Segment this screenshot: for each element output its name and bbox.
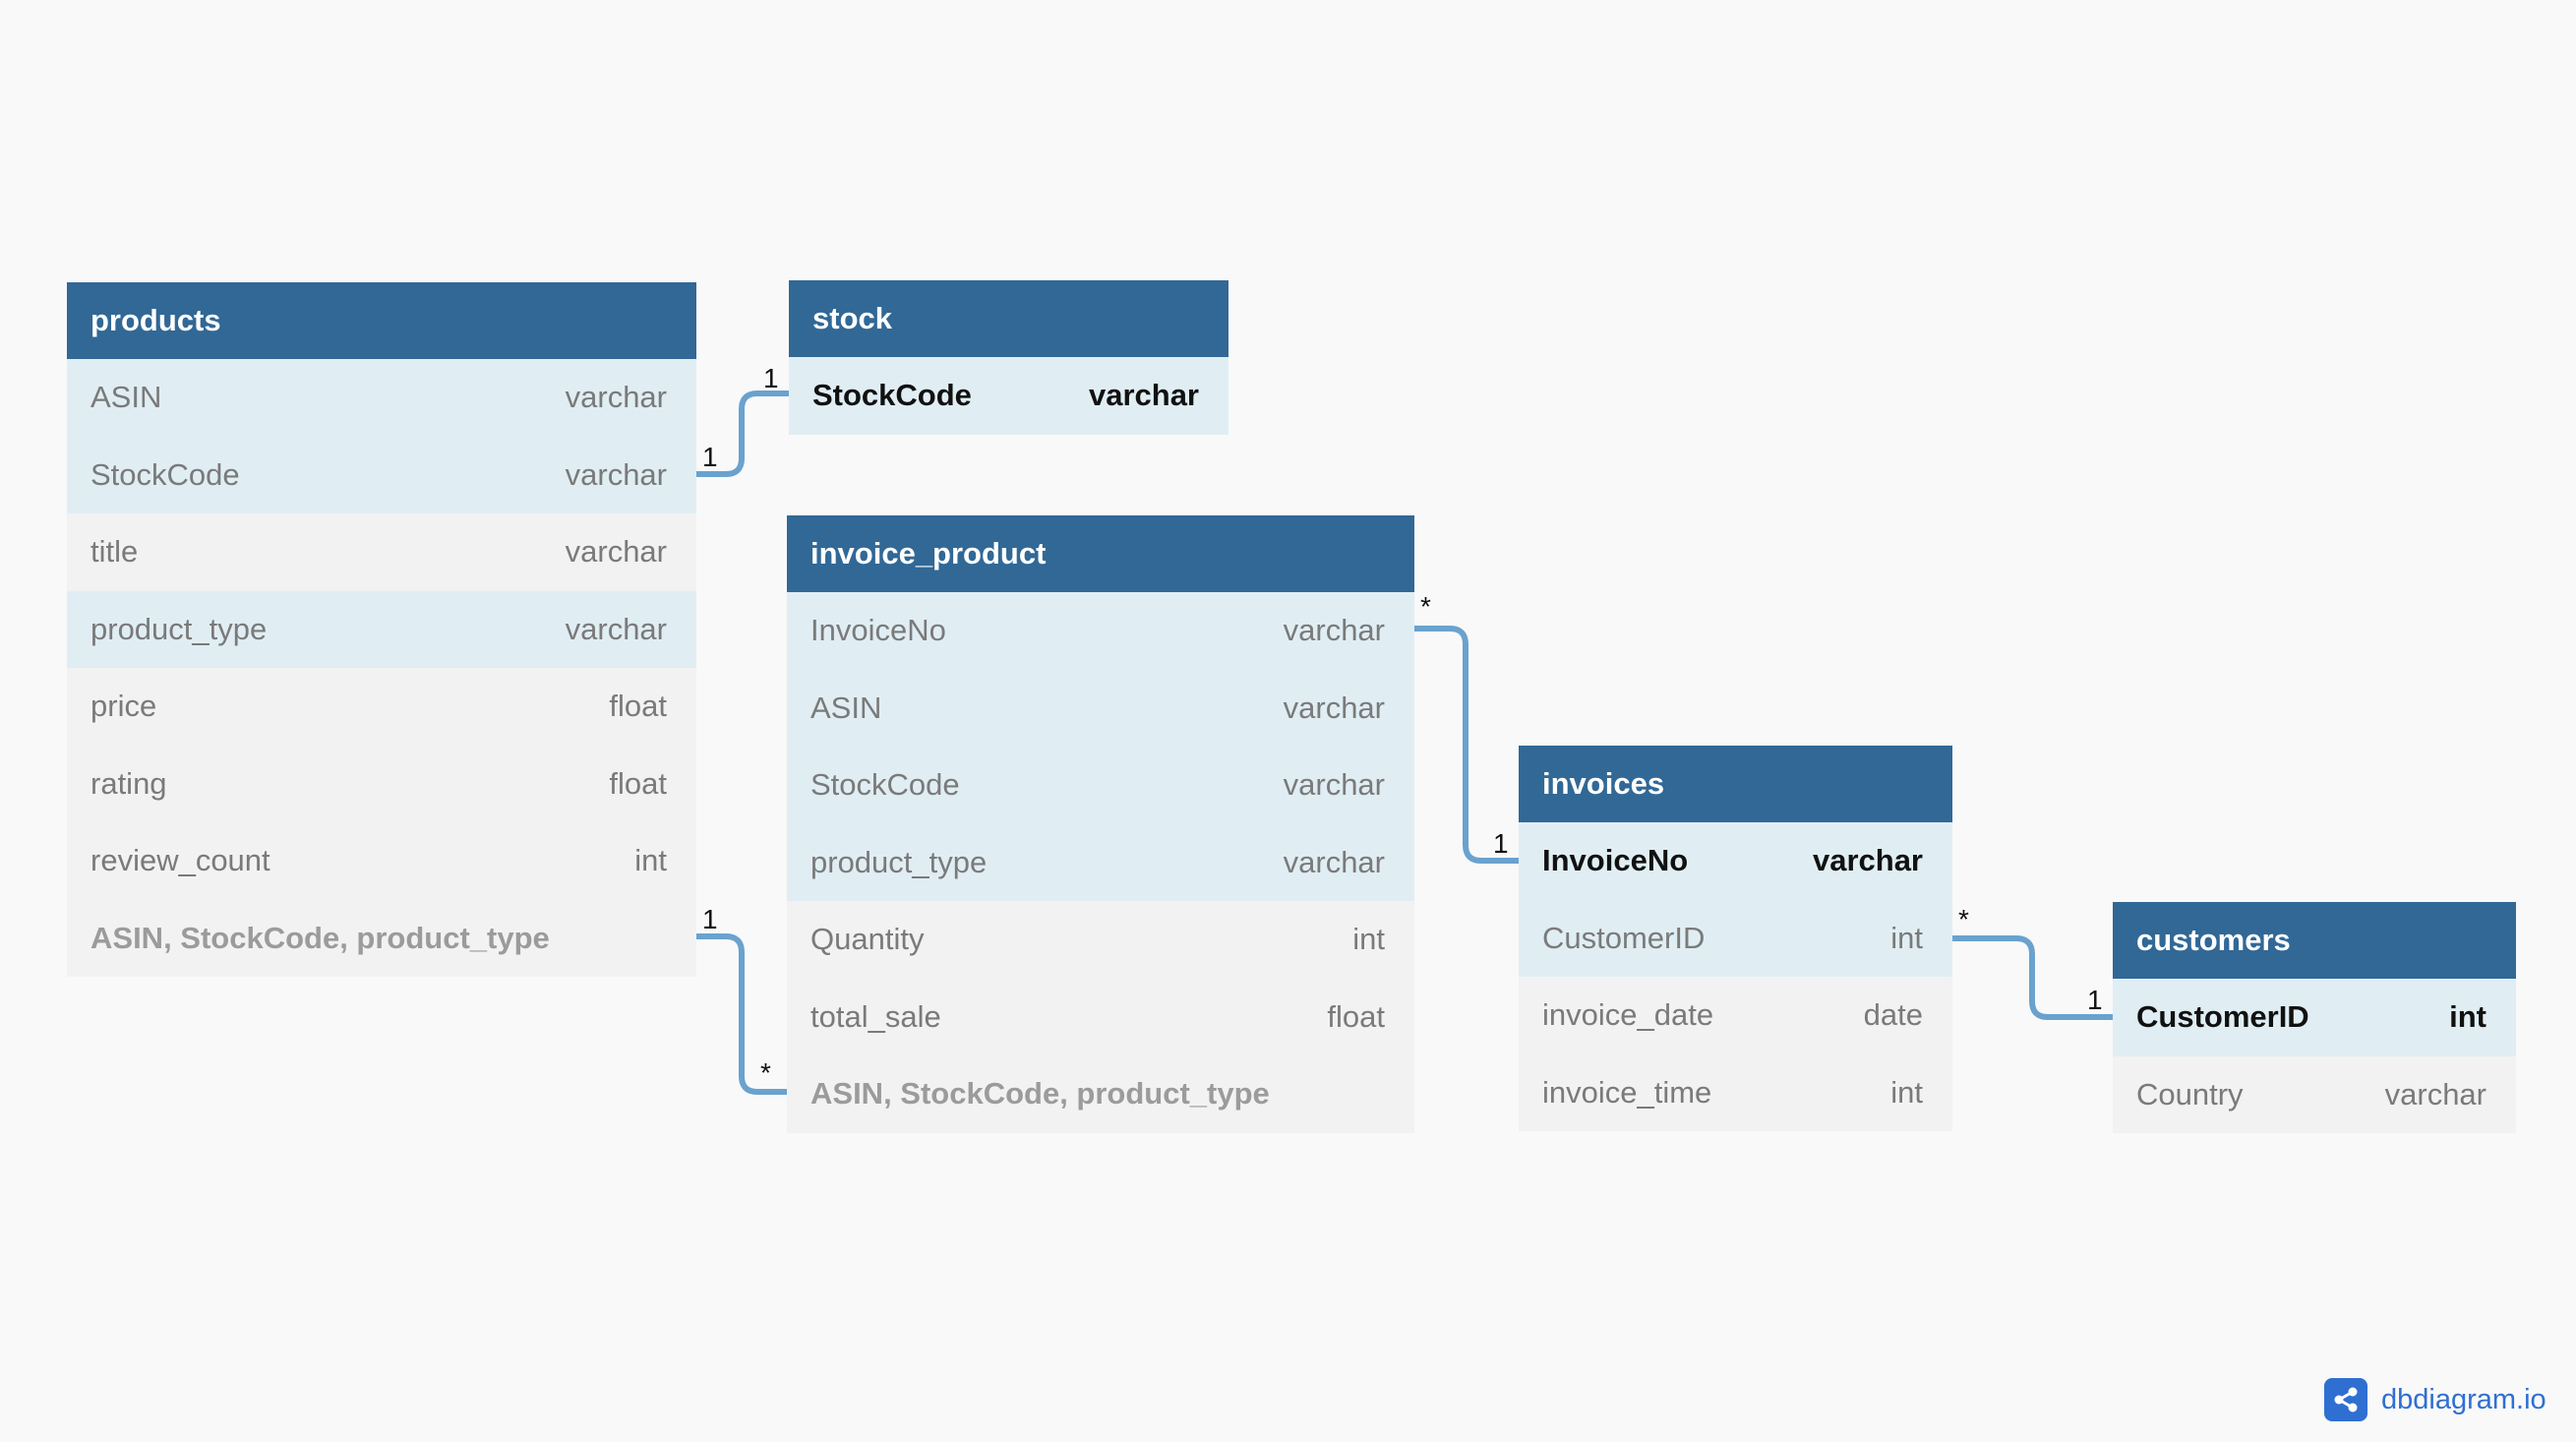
field-type: int bbox=[1890, 920, 1923, 955]
field-name: Country bbox=[2136, 1076, 2244, 1112]
field-type: varchar bbox=[2384, 1076, 2486, 1112]
field-name: Quantity bbox=[810, 922, 925, 957]
table-products[interactable]: products ASIN varchar StockCode varchar … bbox=[67, 282, 696, 977]
field-type: varchar bbox=[1283, 613, 1385, 648]
card-products-ip-to: * bbox=[760, 1057, 771, 1088]
field-name: CustomerID bbox=[2136, 999, 2309, 1035]
field-name: product_type bbox=[810, 844, 988, 879]
field-name: product_type bbox=[90, 611, 268, 646]
field-row[interactable]: rating float bbox=[67, 745, 696, 822]
rel-invoice-product-invoices[interactable] bbox=[1411, 626, 1522, 864]
composite-index-row[interactable]: ASIN, StockCode, product_type bbox=[787, 1055, 1414, 1133]
brand-link[interactable]: dbdiagram.io bbox=[2324, 1378, 2546, 1421]
table-invoice-product[interactable]: invoice_product InvoiceNo varchar ASIN v… bbox=[787, 515, 1414, 1133]
composite-index-row[interactable]: ASIN, StockCode, product_type bbox=[67, 899, 696, 977]
card-ip-invoices-from: * bbox=[1420, 591, 1431, 622]
field-row[interactable]: review_count int bbox=[67, 822, 696, 900]
field-row[interactable]: product_type varchar bbox=[787, 823, 1414, 901]
field-name: InvoiceNo bbox=[1542, 843, 1689, 878]
field-type: float bbox=[609, 689, 667, 724]
card-invoices-customers-to: 1 bbox=[2087, 985, 2103, 1015]
field-name: ASIN bbox=[90, 380, 162, 415]
field-row[interactable]: product_type varchar bbox=[67, 590, 696, 668]
field-type: int bbox=[2449, 999, 2486, 1035]
field-name: invoice_date bbox=[1542, 997, 1714, 1033]
field-row[interactable]: invoice_date date bbox=[1519, 977, 1952, 1054]
index-fields: ASIN, StockCode, product_type bbox=[810, 1076, 1270, 1112]
field-name: StockCode bbox=[90, 456, 240, 492]
field-type: varchar bbox=[565, 534, 667, 570]
field-type: varchar bbox=[565, 611, 667, 646]
field-row[interactable]: Country varchar bbox=[2113, 1055, 2516, 1133]
field-type: varchar bbox=[565, 380, 667, 415]
card-products-stock-from: 1 bbox=[702, 442, 718, 472]
brand-name: dbdiagram.io bbox=[2381, 1383, 2546, 1415]
field-row-primary-key[interactable]: StockCode varchar bbox=[789, 357, 1228, 435]
table-invoice-product-header[interactable]: invoice_product bbox=[787, 515, 1414, 592]
field-type: float bbox=[1327, 998, 1385, 1034]
index-fields: ASIN, StockCode, product_type bbox=[90, 920, 550, 955]
field-name: review_count bbox=[90, 843, 270, 878]
field-name: CustomerID bbox=[1542, 920, 1706, 955]
field-name: total_sale bbox=[810, 998, 941, 1034]
field-name: ASIN bbox=[810, 690, 882, 725]
field-row[interactable]: StockCode varchar bbox=[787, 747, 1414, 824]
field-row[interactable]: invoice_time int bbox=[1519, 1053, 1952, 1131]
share-icon bbox=[2324, 1378, 2367, 1421]
field-name: StockCode bbox=[810, 767, 960, 803]
field-row-primary-key[interactable]: CustomerID int bbox=[2113, 979, 2516, 1056]
rel-invoices-customers[interactable] bbox=[1949, 935, 2116, 1020]
table-products-header[interactable]: products bbox=[67, 282, 696, 359]
field-row-primary-key[interactable]: InvoiceNo varchar bbox=[1519, 822, 1952, 900]
field-row[interactable]: StockCode varchar bbox=[67, 436, 696, 513]
field-row[interactable]: InvoiceNo varchar bbox=[787, 592, 1414, 670]
field-type: int bbox=[634, 843, 667, 878]
field-name: InvoiceNo bbox=[810, 613, 946, 648]
field-type: varchar bbox=[1088, 378, 1199, 413]
field-name: StockCode bbox=[812, 378, 972, 413]
card-products-ip-from: 1 bbox=[702, 904, 718, 934]
card-products-stock-to: 1 bbox=[763, 363, 779, 393]
field-name: title bbox=[90, 534, 139, 570]
field-type: varchar bbox=[565, 456, 667, 492]
rel-products-stock[interactable] bbox=[693, 391, 792, 477]
field-row[interactable]: title varchar bbox=[67, 513, 696, 591]
field-row[interactable]: total_sale float bbox=[787, 978, 1414, 1055]
field-type: varchar bbox=[1283, 844, 1385, 879]
card-invoices-customers-from: * bbox=[1958, 904, 1969, 934]
table-customers[interactable]: customers CustomerID int Country varchar bbox=[2113, 902, 2516, 1133]
field-type: varchar bbox=[1812, 843, 1923, 878]
field-type: varchar bbox=[1283, 690, 1385, 725]
field-row[interactable]: ASIN varchar bbox=[787, 669, 1414, 747]
table-customers-header[interactable]: customers bbox=[2113, 902, 2516, 979]
field-type: varchar bbox=[1283, 767, 1385, 803]
field-type: date bbox=[1863, 997, 1923, 1033]
field-row[interactable]: Quantity int bbox=[787, 901, 1414, 979]
field-type: int bbox=[1890, 1074, 1923, 1110]
card-ip-invoices-to: 1 bbox=[1493, 828, 1509, 859]
table-stock[interactable]: stock StockCode varchar bbox=[789, 280, 1228, 435]
rel-products-invoice-product[interactable] bbox=[693, 933, 790, 1095]
table-stock-header[interactable]: stock bbox=[789, 280, 1228, 357]
table-invoices[interactable]: invoices InvoiceNo varchar CustomerID in… bbox=[1519, 746, 1952, 1131]
field-type: int bbox=[1352, 922, 1385, 957]
field-row[interactable]: ASIN varchar bbox=[67, 359, 696, 437]
field-row[interactable]: CustomerID int bbox=[1519, 899, 1952, 977]
field-name: rating bbox=[90, 765, 167, 801]
field-row[interactable]: price float bbox=[67, 668, 696, 746]
field-name: price bbox=[90, 689, 157, 724]
table-invoices-header[interactable]: invoices bbox=[1519, 746, 1952, 822]
field-type: float bbox=[609, 765, 667, 801]
field-name: invoice_time bbox=[1542, 1074, 1712, 1110]
